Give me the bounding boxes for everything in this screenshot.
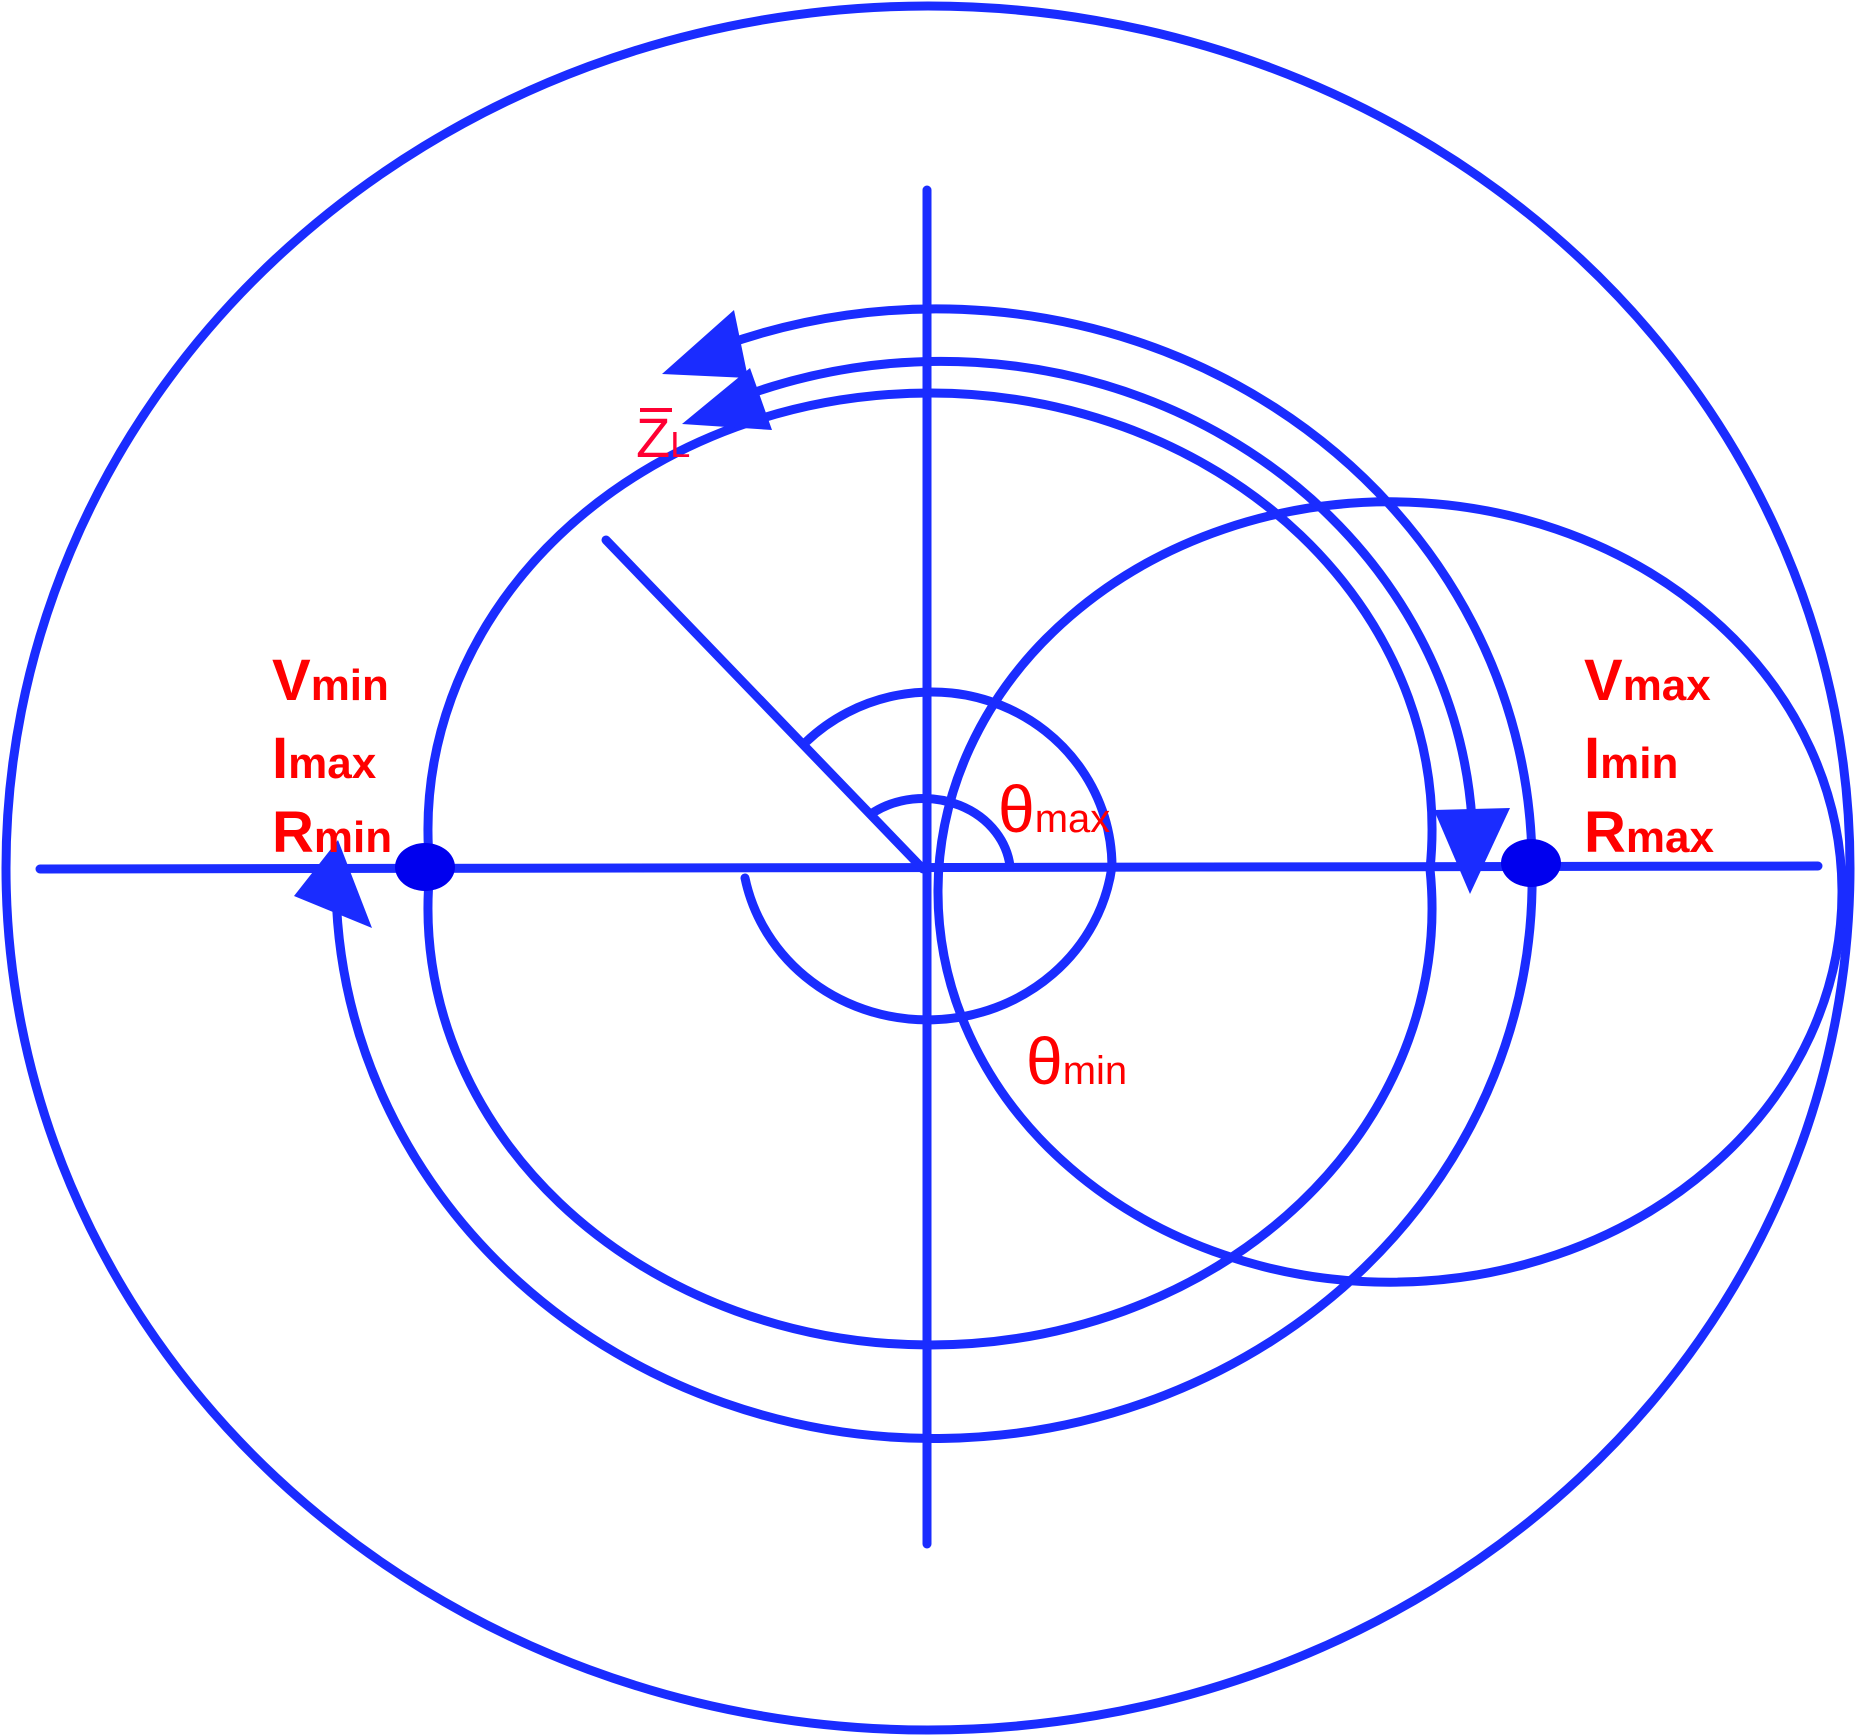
vmin-label-sub: min — [311, 661, 389, 710]
right-point-labels: Vmax Imin Rmax — [1584, 648, 1714, 865]
rmax-label-main: R — [1584, 800, 1626, 865]
theta-min-sub: min — [1063, 1049, 1127, 1093]
swr-arc-outer — [331, 304, 1537, 1443]
arrowhead-left — [294, 840, 372, 928]
inner-circle — [423, 388, 1437, 1350]
svg-text:ZL: ZL — [636, 406, 690, 469]
rmin-label-sub: min — [314, 813, 392, 862]
theta-max-main: θ — [998, 772, 1035, 846]
vmax-label-sub: max — [1623, 661, 1712, 710]
vmax-label-main: V — [1584, 648, 1623, 713]
theta-max-arc — [869, 793, 1015, 871]
load-impedance-label: ZL — [636, 406, 690, 469]
arrowhead-top-middle — [682, 368, 772, 430]
svg-text:Imin: Imin — [1584, 726, 1678, 791]
vmin-point — [395, 843, 455, 891]
imin-label-sub: min — [1600, 739, 1678, 788]
arrowhead-top-outer — [662, 310, 748, 378]
theta-min-main: θ — [1026, 1024, 1063, 1098]
svg-text:Rmin: Rmin — [272, 800, 392, 865]
theta-medium-arc — [801, 687, 1117, 871]
svg-text:Imax: Imax — [272, 726, 377, 791]
svg-text:Rmax: Rmax — [1584, 800, 1714, 865]
imin-label-main: I — [1584, 726, 1600, 791]
imax-label-main: I — [272, 726, 288, 791]
right-offset-circle — [933, 497, 1847, 1287]
svg-text:Vmax: Vmax — [1584, 648, 1711, 713]
vmin-label-main: V — [272, 648, 311, 713]
imax-label-sub: max — [288, 739, 377, 788]
theta-min-arc — [740, 861, 1117, 1025]
arrowhead-right — [1434, 808, 1510, 894]
theta-max-label: θmax — [998, 772, 1110, 846]
rmin-label-main: R — [272, 800, 314, 865]
rmax-label-sub: max — [1626, 813, 1715, 862]
zl-sub: L — [670, 424, 690, 465]
svg-text:Vmin: Vmin — [272, 648, 389, 713]
swr-arc-middle — [739, 356, 1477, 825]
vmax-point — [1501, 839, 1561, 887]
left-point-labels: Vmin Imax Rmin — [272, 648, 392, 865]
zl-main: Z — [636, 406, 670, 469]
theta-max-sub: max — [1035, 797, 1111, 841]
theta-min-label: θmin — [1026, 1024, 1127, 1098]
